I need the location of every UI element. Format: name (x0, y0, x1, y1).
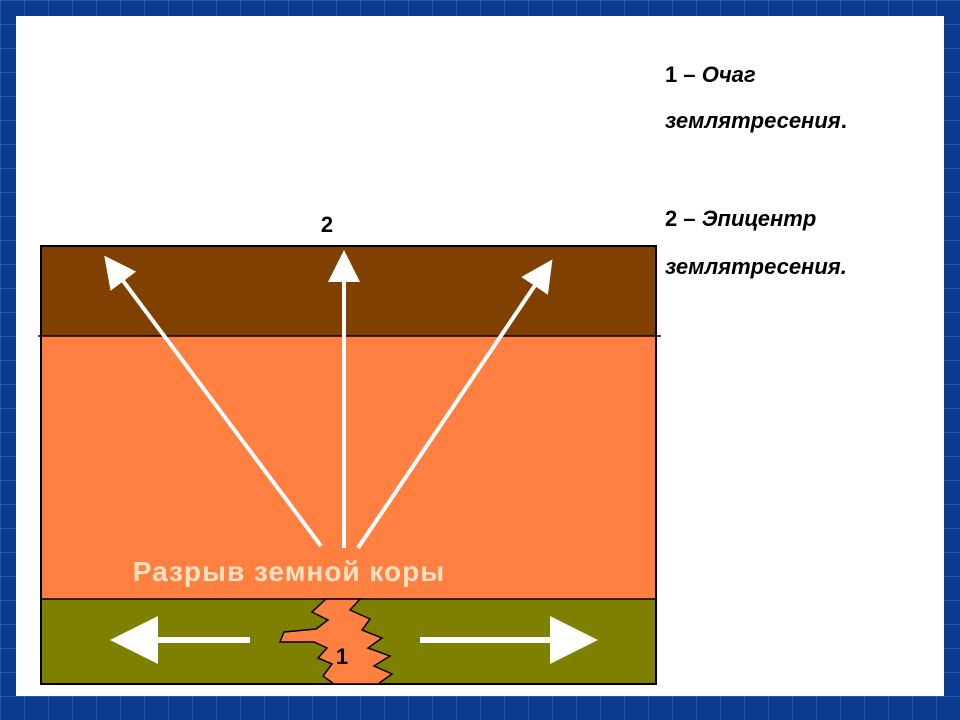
legend-item-2: 2 – Эпицентр (665, 206, 816, 232)
rupture-label: Разрыв земной коры (133, 556, 445, 587)
slide: 2 1 Разрыв земной коры 1 – Очаг землятре… (16, 16, 944, 696)
focus-marker-label: 1 (336, 644, 348, 669)
legend-item-2-text: землятресения. (665, 254, 847, 279)
legend-item-2-term: Эпицентр (701, 206, 817, 231)
legend-item-1: 1 – Очаг (665, 62, 756, 88)
wave-arrow-left (104, 255, 323, 548)
legend-item-1-line2: землятресения. (665, 108, 847, 134)
legend-item-1-number: 1 – (665, 62, 702, 87)
legend-item-2-number: 2 – (665, 206, 702, 231)
epicenter-marker-label: 2 (321, 212, 333, 237)
legend-item-2-line2: землятресения. (665, 254, 847, 280)
crust-rupture-crack (278, 598, 394, 685)
earthquake-diagram: 2 1 Разрыв земной коры (38, 212, 661, 685)
legend-item-1-term: Очаг (701, 62, 756, 87)
middle-crust-layer (41, 336, 656, 599)
top-crust-layer (41, 246, 656, 336)
legend-item-1-text: землятресения (665, 108, 841, 133)
legend-item-1-period: . (840, 108, 847, 133)
wave-arrow-right (356, 259, 553, 550)
